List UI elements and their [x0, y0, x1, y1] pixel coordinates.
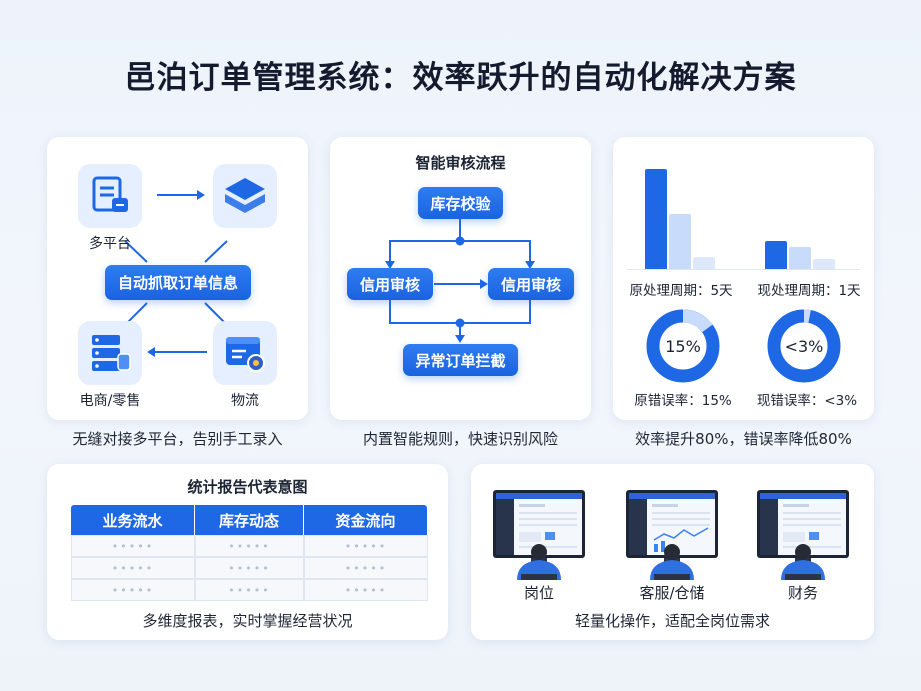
label-logistics: 物流 [231, 393, 259, 409]
workstation-2 [755, 488, 851, 580]
bar-1-1 [789, 247, 811, 269]
reports-heading: 统计报告代表意图 [187, 478, 308, 496]
error-rate-donuts [646, 309, 841, 383]
multi-platform-caption: 无缝对接多平台，告别手工录入 [72, 430, 283, 448]
label-new-cycle: 现处理周期：1天 [757, 283, 861, 299]
table-cell: ••••• [195, 579, 304, 601]
workstations-card: 岗位 客服/仓储 财务 轻量化操作，适配全岗位需求 [471, 464, 874, 640]
credit-review-step-right[interactable]: 信用审核 [488, 268, 574, 300]
bar-1-2 [813, 259, 835, 269]
metrics-card: 原处理周期：5天 现处理周期：1天 15% <3% 原错误率：15% 现错误率：… [613, 137, 874, 420]
donut-new-value: <3% [784, 337, 824, 356]
inventory-check-step[interactable]: 库存校验 [418, 187, 503, 219]
cycle-bar-chart [613, 137, 874, 272]
bar-0-1 [669, 214, 691, 269]
bar-0-2 [693, 257, 715, 269]
workstations: 岗位 客服/仓储 财务 [471, 464, 874, 604]
label-new-error-rate: 现错误率：<3% [756, 393, 858, 409]
review-flow-card: 智能审核流程 库存校验 信用审核 信用审核 异常订单拦截 [330, 137, 591, 420]
donut-old-value: 15% [665, 337, 701, 356]
workstation-1 [624, 488, 720, 580]
table-header-1[interactable]: 库存动态 [195, 505, 303, 535]
flow-connectors [385, 219, 535, 343]
workstation-illustration [626, 490, 718, 580]
bar-chart-baseline [627, 269, 860, 270]
review-flow-caption: 内置智能规则，快速识别风险 [362, 430, 558, 448]
label-ecommerce-retail: 电商/零售 [79, 393, 141, 409]
credit-review-step-left[interactable]: 信用审核 [347, 268, 433, 300]
bar-1-0 [765, 241, 787, 269]
workstation-role-label: 岗位 [523, 584, 554, 602]
reports-caption: 多维度报表，实时掌握经营状况 [142, 612, 353, 630]
workstation-0 [491, 488, 587, 580]
table-cell: ••••• [71, 579, 195, 601]
layers-icon [213, 164, 277, 228]
workstation-illustration [493, 490, 585, 580]
table-cell: ••••• [71, 535, 195, 557]
table-header-2[interactable]: 资金流向 [304, 505, 427, 535]
page-title: 邑泊订单管理系统：效率跃升的自动化解决方案 [124, 60, 797, 96]
workstations-caption: 轻量化操作，适配全岗位需求 [574, 612, 770, 630]
table-cell: ••••• [195, 557, 304, 579]
donut-0-slice [646, 309, 720, 383]
label-old-error-rate: 原错误率：15% [634, 393, 732, 409]
review-flow-heading: 智能审核流程 [415, 154, 506, 172]
workstation-role-label: 客服/仓储 [639, 584, 705, 602]
reports-card: 统计报告代表意图 业务流水•••••••••••••••库存动态••••••••… [47, 464, 448, 640]
multi-platform-card: 多平台 自动抓取订单信息 电商/零售 物流 [47, 137, 308, 420]
donut-1-slice [767, 309, 841, 383]
table-cell: ••••• [304, 557, 428, 579]
metrics-caption: 效率提升80%，错误率降低80% [635, 430, 852, 448]
table-cell: ••••• [304, 535, 428, 557]
exception-order-intercept-step[interactable]: 异常订单拦截 [403, 344, 518, 376]
logistics-card-icon [213, 321, 277, 385]
label-multi-platform: 多平台 [89, 236, 131, 252]
table-cell: ••••• [71, 557, 195, 579]
reports-table: 业务流水•••••••••••••••库存动态•••••••••••••••资金… [71, 505, 428, 601]
document-icon [78, 164, 142, 228]
label-old-cycle: 原处理周期：5天 [629, 283, 733, 299]
table-cell: ••••• [304, 579, 428, 601]
server-icon [78, 321, 142, 385]
workstation-role-label: 财务 [787, 584, 818, 602]
workstation-illustration [757, 490, 849, 580]
table-cell: ••••• [195, 535, 304, 557]
bar-0-0 [645, 169, 667, 269]
auto-fetch-orders-button[interactable]: 自动抓取订单信息 [105, 265, 251, 300]
table-header-0[interactable]: 业务流水 [71, 505, 194, 535]
